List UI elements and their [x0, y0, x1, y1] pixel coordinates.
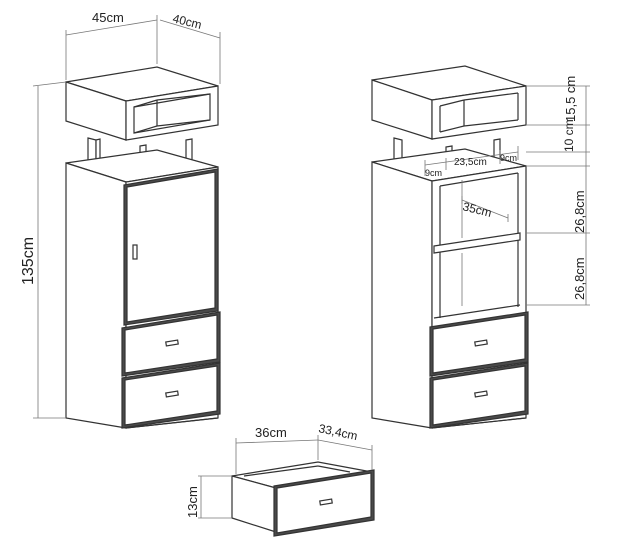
cabinet-b-top-box-label: 15,5 cm [563, 76, 578, 122]
drawer-detail: 36cm 33,4cm 13cm [185, 421, 375, 537]
cabinet-b-left-gap-label: 9cm [425, 168, 442, 178]
cabinet-a-width-label: 45cm [92, 10, 124, 25]
cabinet-a-dimensions [32, 15, 221, 419]
cabinet-b-shelf1-label: 26,8cm [572, 190, 587, 233]
cabinet-b-drawers [429, 311, 529, 429]
drawer-handle-icon [474, 390, 488, 398]
drawer-depth-label: 33,4cm [317, 421, 358, 443]
cabinet-b: 15,5 cm 10 cm 26,8cm 26,8cm 9cm 23,5cm 9… [371, 65, 590, 429]
cabinet-b-shelf2-label: 26,8cm [572, 257, 587, 300]
drawer-handle-icon [165, 390, 179, 398]
cabinet-a-height-label: 135cm [20, 237, 37, 285]
cabinet-b-gap-label: 10 cm [562, 119, 576, 152]
drawer-handle-icon [165, 339, 179, 347]
drawer-height-label: 13cm [185, 486, 200, 518]
cabinet-b-dimensions [424, 85, 590, 306]
cabinet-a-drawers [121, 311, 221, 429]
cabinet-a: 45cm 40cm 135cm [20, 10, 221, 429]
drawer-handle-icon [319, 498, 333, 506]
door-handle-icon [132, 244, 138, 260]
cabinet-b-mid-gap-label: 23,5cm [454, 157, 487, 168]
cabinet-b-top-box [371, 65, 527, 140]
drawer-handle-icon [474, 339, 488, 347]
drawer-width-label: 36cm [255, 425, 287, 440]
cabinet-b-right-gap-label: 9cm [500, 153, 517, 163]
cabinet-b-shelf-depth-label: 35cm [461, 199, 493, 220]
drawer-dimensions [198, 435, 373, 519]
cabinet-a-depth-label: 40cm [171, 11, 203, 32]
cabinet-a-top-box [65, 66, 219, 141]
cabinet-a-door [123, 168, 219, 326]
